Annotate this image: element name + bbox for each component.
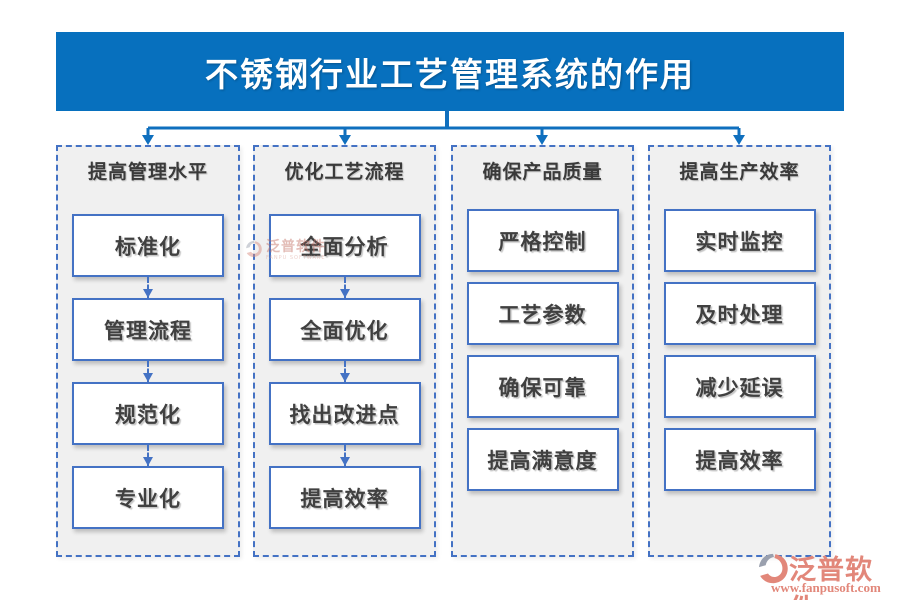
step-box: 提高效率 [663,428,816,491]
down-arrow-icon [339,361,350,382]
step-box: 确保可靠 [466,355,619,418]
down-arrow-icon [143,445,153,466]
down-arrow-icon [143,277,153,298]
column-ensure-product-quality: 确保产品质量 严格控制 工艺参数 确保可靠 提高满意度 [451,145,634,557]
step-box: 找出改进点 [268,382,421,445]
column-header: 优化工艺流程 [284,161,405,183]
step-box: 全面优化 [268,298,421,361]
footer-website-url: www.fanpusoft.com [771,580,881,595]
step-box: 标准化 [72,214,224,277]
step-box: 规范化 [72,382,224,445]
column-optimize-process-flow: 优化工艺流程 全面分析 全面优化 找出改进点 提高效率 [253,145,436,557]
page-title: 不锈钢行业工艺管理系统的作用 [205,54,695,94]
down-arrow-icon [339,277,350,298]
step-box: 实时监控 [663,209,816,272]
column-header: 确保产品质量 [482,161,603,183]
step-box: 专业化 [72,466,224,529]
step-box: 工艺参数 [466,282,619,345]
step-box: 管理流程 [72,298,224,361]
step-box: 严格控制 [466,209,619,272]
step-box: 提高满意度 [466,428,619,491]
connector-lines [142,110,745,145]
step-box: 全面分析 [268,214,421,277]
step-box: 提高效率 [268,466,421,529]
step-box: 减少延误 [663,355,816,418]
column-improve-production-efficiency: 提高生产效率 实时监控 及时处理 减少延误 提高效率 [648,145,831,557]
step-box: 及时处理 [663,282,816,345]
column-header: 提高管理水平 [87,161,208,183]
down-arrow-icon [143,361,153,382]
footer-brand-logo: 泛普软件 www.fanpusoft.com [757,549,900,600]
arrow-down-icon [142,135,745,145]
down-arrow-icon [339,445,350,466]
fanpu-logo-icon [759,553,788,584]
title-banner: 不锈钢行业工艺管理系统的作用 [56,32,844,111]
column-improve-management-level: 提高管理水平 标准化 管理流程 规范化 专业化 [56,145,240,557]
footer-brand-name: 泛普软件 [789,555,873,600]
column-header: 提高生产效率 [679,161,800,183]
